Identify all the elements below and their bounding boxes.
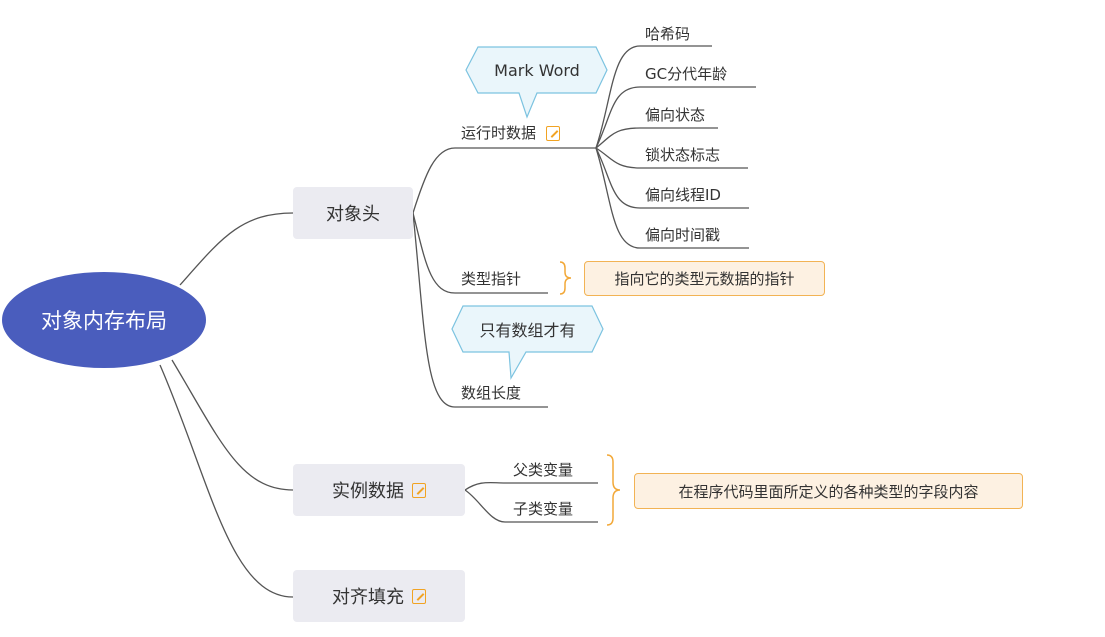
leaf-parent-fields[interactable]: 父类变量 [513, 461, 574, 479]
leaf-runtime-4[interactable]: 锁状态标志 [645, 146, 721, 164]
summary-type-pointer-label: 指向它的类型元数据的指针 [614, 270, 795, 288]
callout-mark-word[interactable]: Mark Word [478, 58, 596, 82]
summary-instance-data[interactable]: 在程序代码里面所定义的各种类型的字段内容 [634, 473, 1023, 509]
summary-instance-data-label: 在程序代码里面所定义的各种类型的字段内容 [678, 482, 979, 501]
topic-instance-data-label: 实例数据 [332, 481, 404, 502]
leaf-runtime-6[interactable]: 偏向时间戳 [645, 226, 721, 244]
subtopic-runtime-data[interactable]: 运行时数据 [461, 124, 561, 142]
callout-mark-word-label: Mark Word [494, 60, 580, 80]
note-icon[interactable] [412, 482, 426, 498]
connector-root-instance [171, 359, 294, 491]
leaf-runtime-3[interactable]: 偏向状态 [645, 106, 706, 124]
topic-object-header-label: 对象头 [326, 204, 380, 225]
connector-instance-child-1 [464, 481, 598, 491]
connector-runtime-leaf-3 [595, 127, 718, 149]
summary-brace-typeptr [559, 261, 572, 295]
note-icon[interactable] [546, 125, 561, 141]
leaf-child-fields[interactable]: 子类变量 [513, 500, 574, 518]
leaf-runtime-1[interactable]: 哈希码 [645, 25, 691, 43]
connector-runtime-leaf-6 [595, 147, 749, 249]
connector-runtime-leaf-4 [595, 147, 748, 169]
leaf-runtime-2[interactable]: GC分代年龄 [645, 65, 728, 83]
topic-padding-label: 对齐填充 [332, 587, 404, 608]
connector-runtime-leaf-2 [595, 86, 756, 149]
topic-padding[interactable]: 对齐填充 [293, 570, 465, 622]
connector-root-padding [159, 364, 294, 598]
callout-array-only[interactable]: 只有数组才有 [463, 317, 592, 341]
connector-runtime-leaf-1 [595, 45, 712, 149]
connector-header-runtime [412, 147, 596, 214]
root-topic-label: 对象内存布局 [41, 309, 167, 333]
connector-root-header [179, 212, 294, 286]
summary-brace-instance [606, 454, 621, 526]
subtopic-runtime-data-label: 运行时数据 [461, 124, 537, 142]
topic-object-header[interactable]: 对象头 [293, 187, 413, 239]
subtopic-type-pointer[interactable]: 类型指针 [461, 270, 522, 288]
connector-header-arraylen [412, 212, 548, 408]
leaf-runtime-5[interactable]: 偏向线程ID [645, 186, 721, 204]
callout-array-only-label: 只有数组才有 [479, 321, 576, 340]
root-topic[interactable]: 对象内存布局 [2, 272, 206, 368]
topic-instance-data[interactable]: 实例数据 [293, 464, 465, 516]
subtopic-array-length[interactable]: 数组长度 [461, 384, 522, 402]
connector-instance-child-2 [464, 489, 598, 523]
summary-type-pointer[interactable]: 指向它的类型元数据的指针 [584, 261, 825, 296]
note-icon[interactable] [412, 588, 426, 604]
callout-mark-word-shape [465, 46, 608, 119]
connector-runtime-leaf-5 [595, 147, 749, 209]
callout-array-shape [451, 305, 604, 380]
connector-header-typeptr [412, 212, 548, 294]
